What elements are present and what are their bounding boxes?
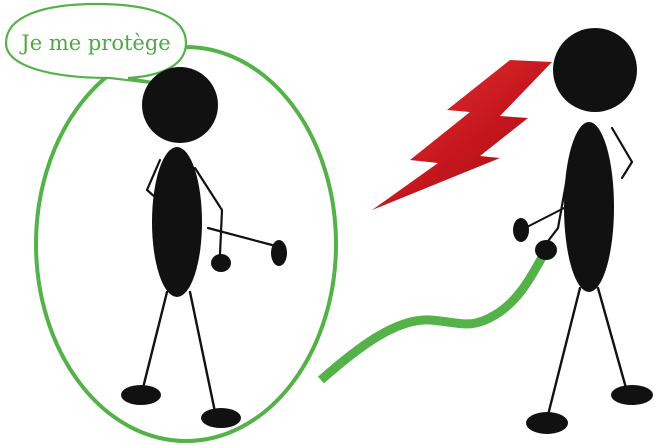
left-figure-leg-left [143, 292, 167, 388]
left-figure-hand-right [211, 254, 231, 272]
right-figure-nozzle-line [525, 205, 570, 228]
right-figure-nozzle-end [513, 218, 529, 242]
right-figure-hand-left [535, 240, 557, 260]
lightning-bolt-icon [372, 60, 552, 210]
right-figure-leg-left [548, 288, 580, 415]
right-figure-arm-right [612, 128, 632, 178]
right-figure-body [564, 122, 614, 292]
green-hose [321, 252, 545, 380]
left-figure-foot-right [201, 408, 241, 428]
left-figure-head [142, 67, 218, 143]
stick-figure-attacker [513, 28, 653, 434]
left-figure-leg-right [190, 292, 215, 412]
right-figure-foot-right [611, 385, 653, 405]
left-figure-foot-left [121, 385, 161, 405]
right-figure-head [553, 28, 637, 112]
left-figure-body [152, 147, 202, 297]
right-figure-leg-right [598, 288, 626, 388]
speech-bubble-text: Je me protège [19, 31, 170, 55]
left-figure-stick [208, 228, 272, 245]
right-figure-foot-left [526, 412, 568, 434]
stick-figure-protected [121, 67, 287, 428]
left-figure-stick-end [271, 240, 287, 266]
